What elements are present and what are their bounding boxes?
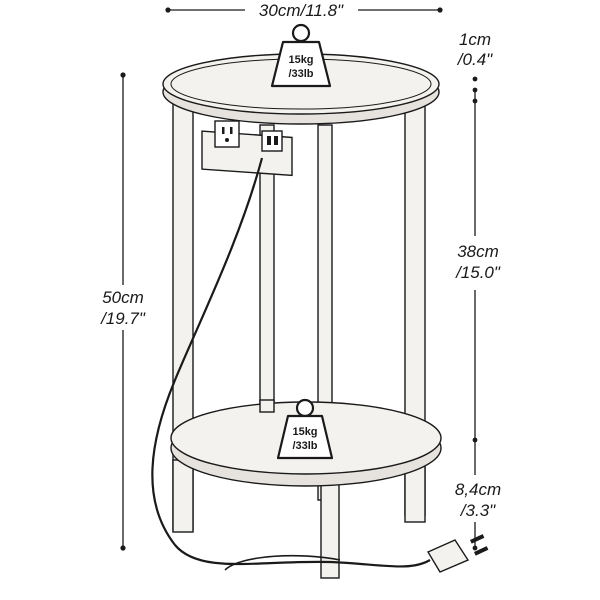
top-thickness-in-label: /0.4" [457, 50, 493, 69]
bottom-load-kg: 15kg [292, 426, 317, 438]
usb-port-icon [261, 130, 283, 152]
power-cord [151, 157, 431, 568]
bottom-load-lb: /33lb [292, 440, 317, 452]
total-height-in-label: /19.7" [100, 309, 146, 328]
leg-height-in-label: /3.3" [460, 501, 496, 520]
power-outlet-panel [201, 120, 293, 177]
width-label: 30cm/11.8" [259, 1, 344, 20]
bottom-load-weight-icon: 15kg /33lb [276, 398, 334, 460]
shelf-gap-in-label: /15.0" [455, 263, 501, 282]
top-thickness-cm-label: 1cm [459, 30, 491, 49]
top-load-weight-icon: 15kg /33lb [270, 23, 332, 88]
total-height-dimension: 50cm /19.7" [100, 72, 146, 551]
power-plug-icon [426, 534, 489, 573]
side-table-illustration [151, 53, 489, 579]
leg-height-cm-label: 8,4cm [455, 480, 501, 499]
total-height-cm-label: 50cm [102, 288, 144, 307]
shelf-gap-cm-label: 38cm [457, 242, 499, 261]
ac-outlet-icon [214, 120, 240, 148]
width-dimension: 30cm/11.8" [165, 1, 443, 20]
top-load-lb: /33lb [288, 68, 313, 80]
right-dimensions: 1cm /0.4" 38cm /15.0" 8,4cm /3.3" [455, 30, 501, 551]
top-load-kg: 15kg [288, 54, 313, 66]
